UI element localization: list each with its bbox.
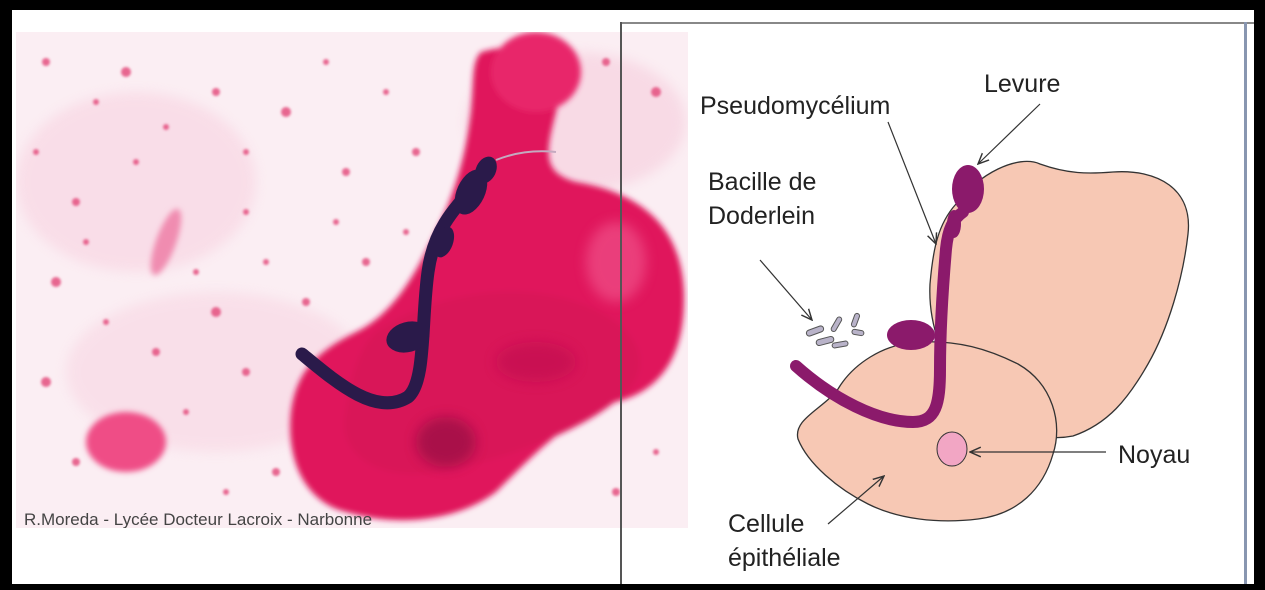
label-levure: Levure — [984, 68, 1060, 102]
figure-frame: R.Moreda - Lycée Docteur Lacroix - Narbo… — [12, 10, 1254, 584]
label-bacille-line1: Bacille de — [708, 166, 816, 200]
nucleus — [937, 432, 967, 466]
doderlein-bacilli — [806, 313, 865, 349]
arrow-pseudomycelium — [888, 122, 936, 244]
schematic-panel: Levure Pseudomycélium Bacille de Doderle… — [688, 24, 1244, 584]
epithelial-cell-front — [797, 342, 1056, 521]
micrograph-image — [16, 32, 688, 528]
photo-credit: R.Moreda - Lycée Docteur Lacroix - Narbo… — [24, 510, 372, 528]
label-cellule-line2: épithéliale — [728, 542, 841, 576]
label-noyau: Noyau — [1118, 439, 1190, 473]
label-cellule-line1: Cellule — [728, 508, 804, 542]
label-bacille-line2: Doderlein — [708, 200, 815, 234]
panel-divider — [620, 22, 622, 584]
panel-right-border — [1244, 22, 1247, 584]
arrow-bacille — [760, 260, 812, 320]
micrograph-panel: R.Moreda - Lycée Docteur Lacroix - Narbo… — [16, 32, 688, 528]
arrow-levure — [978, 104, 1040, 164]
label-pseudomycelium: Pseudomycélium — [700, 90, 890, 124]
